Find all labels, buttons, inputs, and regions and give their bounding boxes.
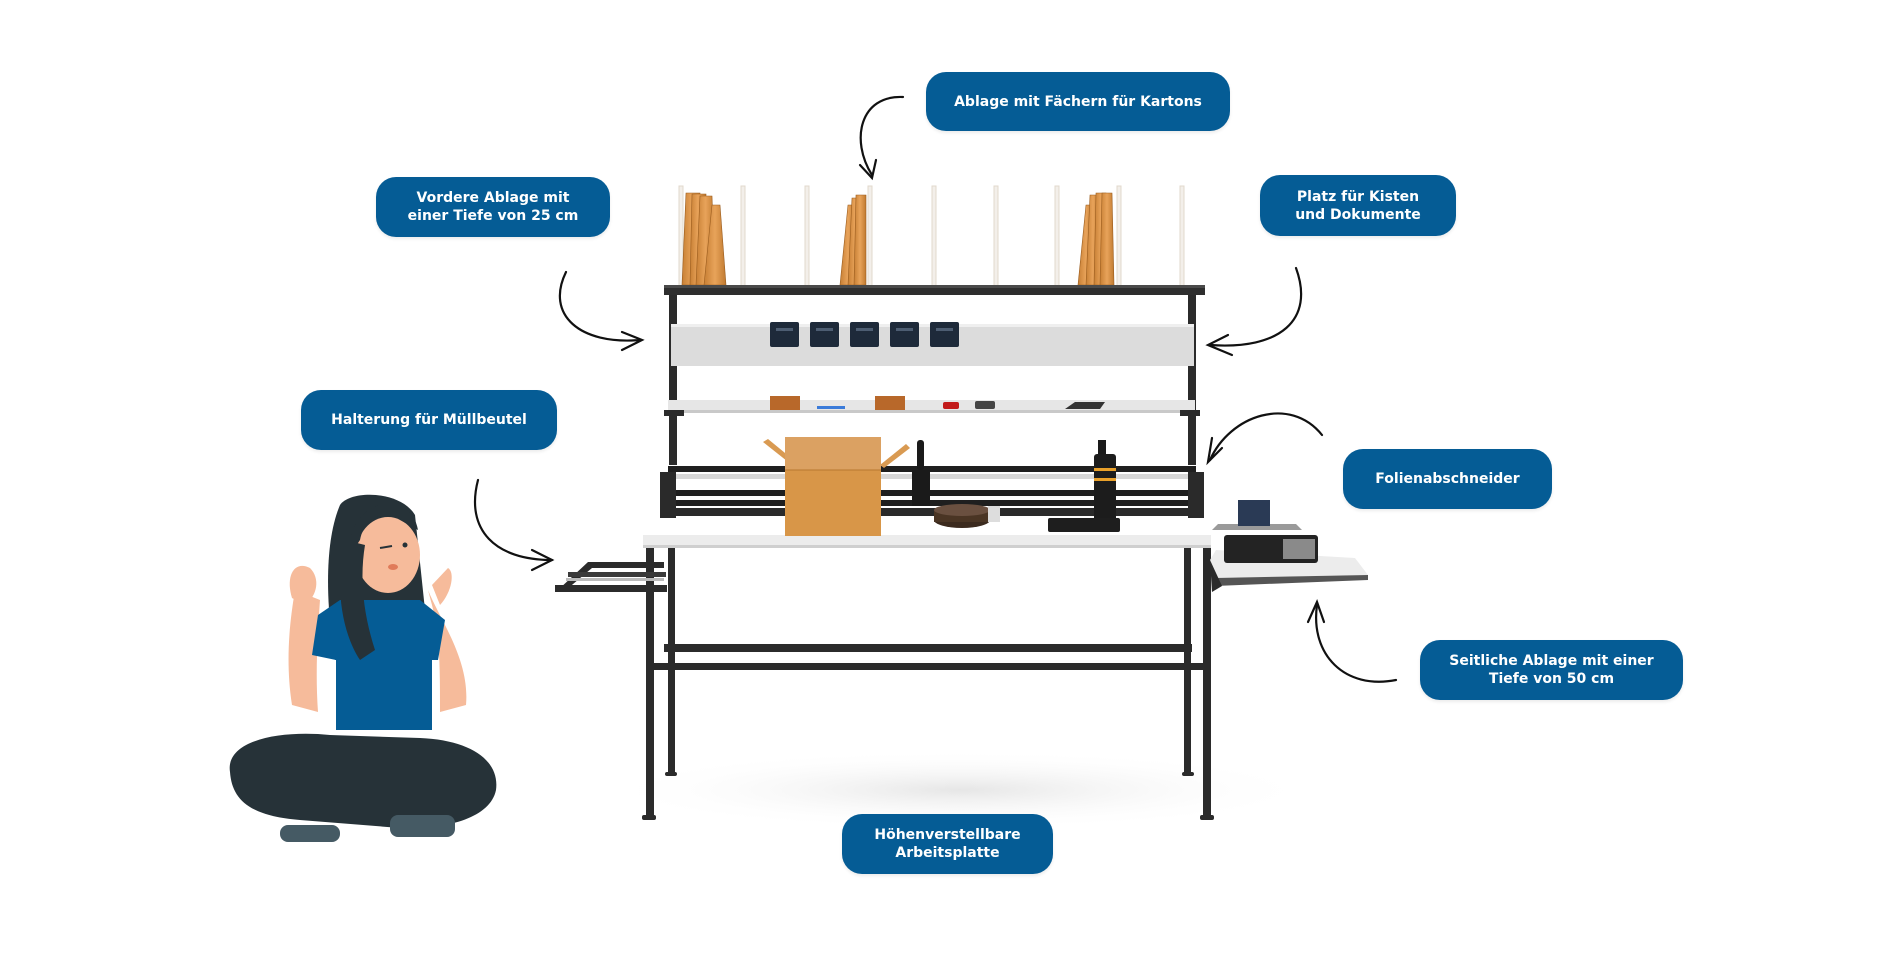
woman-illustration [229, 494, 497, 842]
label-text: Folienabschneider [1375, 471, 1520, 487]
label-text: Seitliche Ablage mit einer Tiefe von 50 … [1449, 653, 1654, 687]
cardboard-stack [1077, 192, 1115, 286]
label-text: Ablage mit Fächern für Kartons [954, 93, 1202, 110]
curved-arrow-icon [558, 270, 645, 352]
label-boxes-documents: Platz für Kisten und Dokumente [1260, 175, 1456, 236]
table-frame [642, 548, 1214, 820]
film-cutter-rail [660, 440, 1204, 518]
label-side-shelf: Seitliche Ablage mit einer Tiefe von 50 … [1420, 640, 1683, 700]
boxes-documents-shelf [664, 396, 1200, 465]
film-dispenser [1048, 440, 1120, 532]
curved-arrow-icon [1306, 599, 1398, 683]
label-text: Höhenverstellbare Arbeitsplatte [874, 827, 1021, 861]
front-shelf-panel [671, 322, 1194, 366]
label-height-adjustable: Höhenverstellbare Arbeitsplatte [842, 814, 1053, 874]
cardboard-stack [681, 192, 727, 286]
curved-arrow-icon [858, 95, 905, 181]
curved-arrow-icon [1205, 266, 1303, 357]
curved-arrow-icon [1206, 412, 1324, 466]
label-text: Vordere Ablage mit einer Tiefe von 25 cm [407, 190, 579, 224]
cardboard-box [763, 437, 910, 536]
label-text: Platz für Kisten und Dokumente [1295, 188, 1421, 223]
label-front-shelf: Vordere Ablage mit einer Tiefe von 25 cm [376, 177, 610, 237]
storage-bin-icon [770, 322, 959, 347]
scale-icon [1212, 500, 1318, 563]
cardboard-stack [839, 194, 867, 286]
curved-arrow-icon [473, 478, 555, 572]
tape-dispenser [934, 504, 1000, 528]
floor-shadow [600, 750, 1320, 830]
label-shelf-compartments: Ablage mit Fächern für Kartons [926, 72, 1230, 131]
label-film-cutter: Folienabschneider [1343, 449, 1552, 509]
label-text: Halterung für Müllbeutel [331, 412, 527, 428]
trash-bag-holder [555, 562, 667, 592]
top-shelf-compartments [664, 185, 1205, 295]
worktop [643, 535, 1211, 548]
label-trash-bag-holder: Halterung für Müllbeutel [301, 390, 557, 450]
